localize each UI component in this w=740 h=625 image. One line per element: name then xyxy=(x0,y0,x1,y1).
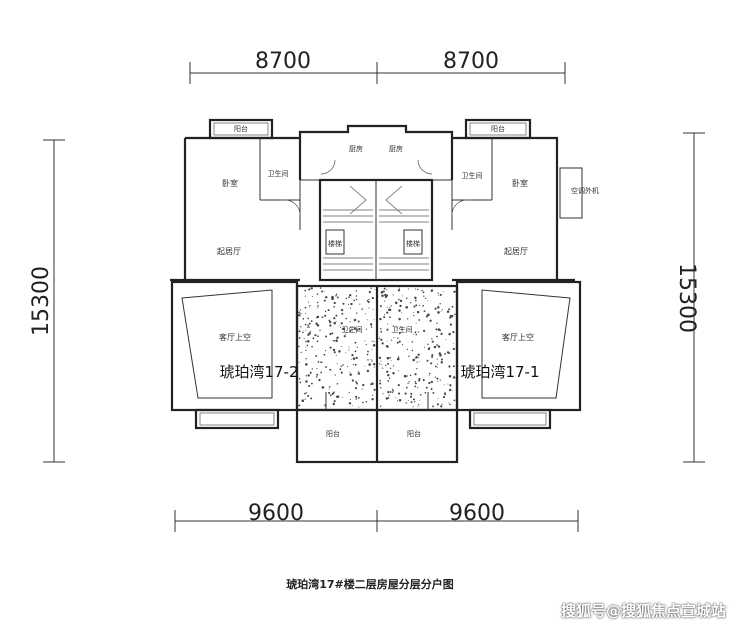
room-kitchen-2: 厨房 xyxy=(389,144,403,153)
dim-bottom-left: 9600 xyxy=(248,501,304,526)
room-bedroom-left: 卧室 xyxy=(222,178,238,188)
room-void-left: 卫生间 xyxy=(342,325,363,334)
room-void-right: 卫生间 xyxy=(392,325,413,334)
walls xyxy=(170,118,583,464)
diagram-caption: 琥珀湾17#楼二层房屋分层分户图 xyxy=(286,578,454,591)
watermark: 搜狐号@搜狐焦点宣城站 xyxy=(560,602,726,620)
room-bath-left: 卫生间 xyxy=(268,169,289,178)
dimension-lines xyxy=(43,62,705,532)
room-stair-right: 楼梯 xyxy=(406,239,420,248)
room-hall-void-right: 客厅上空 xyxy=(502,332,534,342)
room-living-right: 起居厅 xyxy=(504,247,528,256)
room-kitchen: 厨房 xyxy=(349,144,363,153)
dim-top-left: 8700 xyxy=(255,49,311,74)
void-speckle-pattern xyxy=(298,287,456,408)
dim-left: 15300 xyxy=(29,266,54,336)
room-living-left: 起居厅 xyxy=(217,247,241,256)
dim-right: 15300 xyxy=(674,263,699,333)
dim-top-right: 8700 xyxy=(443,49,499,74)
room-hall-void-left: 客厅上空 xyxy=(219,332,251,342)
unit-label-right: 琥珀湾17-1 xyxy=(460,363,539,381)
room-stair-left: 楼梯 xyxy=(328,239,342,248)
room-balcony-top-right: 阳台 xyxy=(491,124,505,133)
room-bedroom-right: 卧室 xyxy=(512,178,528,188)
room-bath-right: 卫生间 xyxy=(462,171,483,180)
room-balcony-bottom-left: 阳台 xyxy=(326,429,340,438)
room-balcony-top-left: 阳台 xyxy=(234,124,248,133)
room-balcony-bottom-right: 阳台 xyxy=(407,429,421,438)
dim-bottom-right: 9600 xyxy=(449,501,505,526)
room-ac-unit: 空调外机 xyxy=(571,186,599,195)
unit-label-left: 琥珀湾17-2 xyxy=(219,363,298,381)
partitions xyxy=(181,138,571,410)
stair-treads xyxy=(323,185,429,271)
